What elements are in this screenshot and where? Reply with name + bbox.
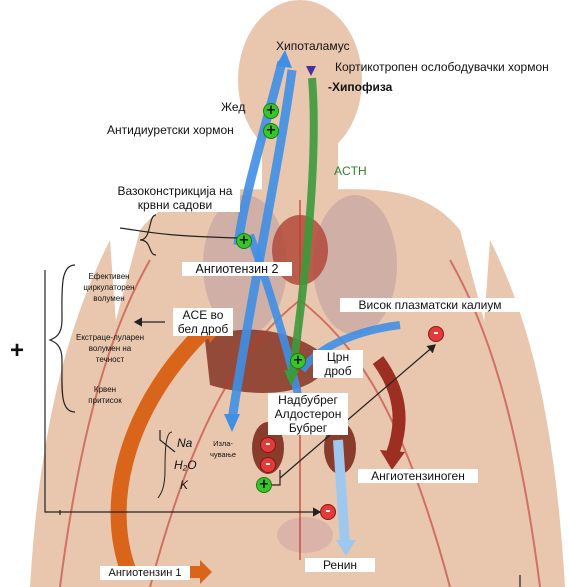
liver-box: Црн дроб xyxy=(313,350,363,378)
blood-pressure-label: Крвен притисок xyxy=(80,384,130,406)
crh-label: Кортикотропен ослободувачки хормон xyxy=(335,60,549,74)
acth-label: ACTH xyxy=(334,164,367,178)
thirst-label: Жед xyxy=(221,100,245,114)
adh-plus-icon: + xyxy=(263,123,279,139)
potassium-ion-label: K xyxy=(180,478,188,492)
effective-volume-label: Ефективен циркулаторен волумен xyxy=(74,271,144,304)
adh-label: Антидиуретски хормон xyxy=(107,123,234,137)
renin-box: Ренин xyxy=(305,558,375,572)
renin-minus-icon: - xyxy=(320,504,336,520)
excretion-label: Изла-чување xyxy=(208,438,238,460)
kidney-plus-icon: + xyxy=(256,477,272,493)
adrenal-plus-icon: + xyxy=(290,353,306,369)
kidney-minus-icon-2: - xyxy=(260,457,276,473)
vasoconstriction-plus-icon: + xyxy=(236,233,252,249)
potassium-minus-icon: - xyxy=(428,326,444,342)
water-label: H₂O xyxy=(174,458,197,472)
angiotensinogen-box: Ангиотензиноген xyxy=(358,469,478,483)
angiotensinogen-to-renin-arrow xyxy=(338,440,345,545)
adrenal-box: Надбубрег Алдостерон Бубрег xyxy=(268,393,348,435)
hypothalamus-label: Хипоталамус xyxy=(276,39,350,53)
pituitary-label: -Хипофиза xyxy=(328,80,392,94)
high-potassium-box: Висок плазматски калиум xyxy=(340,298,520,312)
ecf-volume-label: Екстраце-луларен волумен на течност xyxy=(74,332,146,365)
angiotensin2-box: Ангиотензин 2 xyxy=(182,262,292,276)
kidney-minus-icon-1: - xyxy=(260,437,276,453)
big-plus-sign: + xyxy=(10,338,24,364)
ace-lung-box: ACE во бел дроб xyxy=(173,308,233,336)
thirst-plus-icon: + xyxy=(263,103,279,119)
vasoconstriction-box: Вазоконстрикција на крвни садови xyxy=(110,184,240,212)
angiotensin1-box: Ангиотензин 1 xyxy=(100,566,190,580)
sodium-label: Na xyxy=(177,436,192,450)
